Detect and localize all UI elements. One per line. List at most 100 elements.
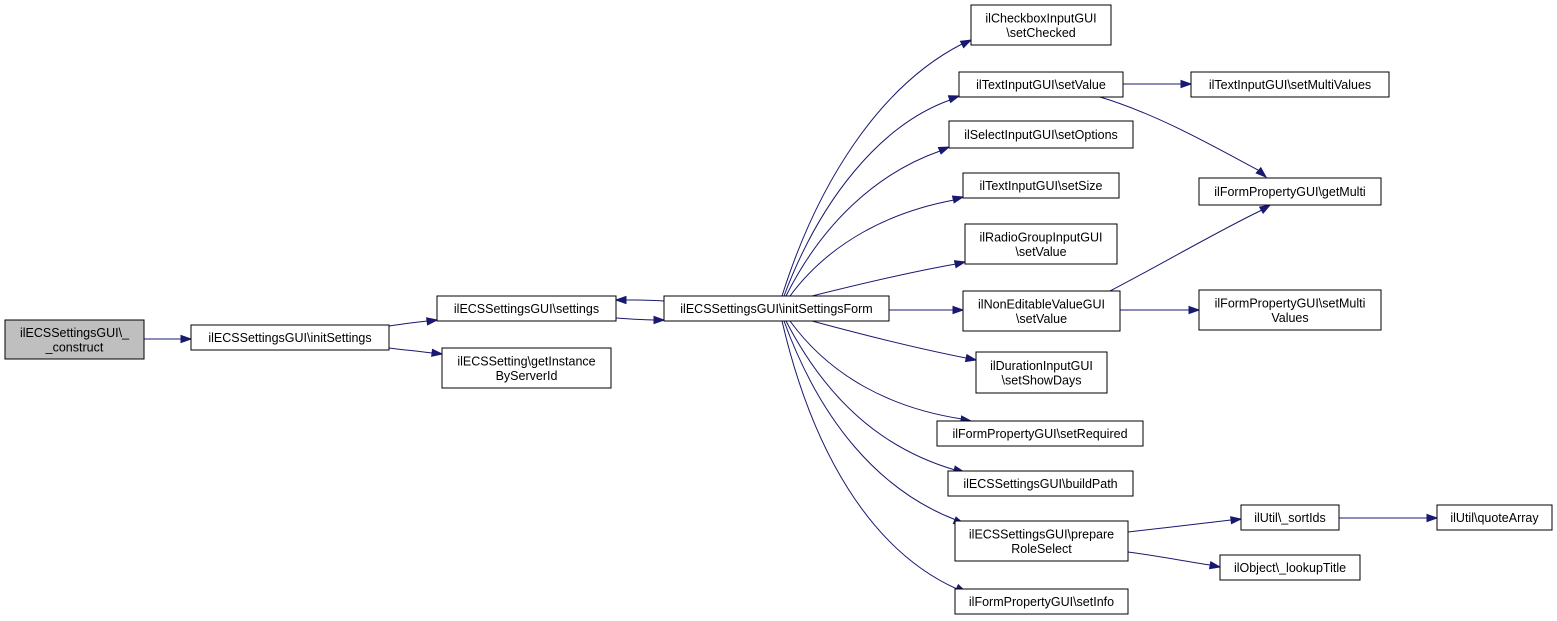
node-fpSetRequired[interactable]: ilFormPropertyGUI\setRequired [936,420,1144,447]
node-label-line: ilECSSettingsGUI\prepare [969,527,1114,541]
node-label-line: ilTextInputGUI\setSize [980,179,1103,193]
edge-prepareRoleSelect-to-utilSortIds [1127,516,1243,533]
node-label-line: _construct [45,340,104,354]
node-nonEditSetValue[interactable]: ilNonEditableValueGUI\setValue [962,290,1121,332]
node-utilSortIds[interactable]: ilUtil\_sortIds [1240,504,1340,531]
edge-initSettings-to-getInstance [388,347,444,357]
edge-line [785,320,956,471]
node-label-line: ilECSSetting\getInstance [457,354,595,368]
edge-line [388,320,429,327]
node-label-line: ilECSSettingsGUI\initSettingsForm [680,302,872,316]
node-box [947,470,1134,497]
edge-line [1127,519,1232,533]
node-label-line: \setChecked [1006,26,1076,40]
edge-line [615,317,655,321]
node-cbSetChecked[interactable]: ilCheckboxInputGUI\setChecked [970,4,1112,46]
node-label-line: ilUtil\quoteArray [1450,511,1539,525]
node-label-line: \setShowDays [1002,373,1082,387]
arrowhead-icon [951,195,965,204]
arrowhead-icon [1426,513,1439,523]
edge-line [811,263,957,297]
edge-line [1099,96,1259,171]
edge-line [1109,209,1263,292]
node-label-line: ilFormPropertyGUI\setMulti [1215,296,1366,310]
node-label-line: Values [1271,311,1308,325]
node-box [975,351,1108,394]
edge-txtSetValue-to-fpGetMulti [1099,96,1268,178]
node-initSettings[interactable]: ilECSSettingsGUI\initSettings [190,324,390,351]
edge-txtSetValue-to-txtSetMultiValues [1123,79,1193,89]
node-label-line: ilECSSettingsGUI\settings [454,302,599,316]
node-label-line: ilECSSettingsGUI\_ [20,326,130,340]
node-label-line: ilECSSettingsGUI\initSettings [208,331,371,345]
arrowhead-icon [1180,79,1193,89]
edge-construct-to-initSettings [144,334,193,344]
node-box [964,223,1118,265]
node-settings[interactable]: ilECSSettingsGUI\settings [436,295,617,322]
arrowhead-icon [1255,166,1268,178]
edge-nonEditSetValue-to-fpGetMulti [1109,204,1272,292]
edge-initSettingsForm-to-radioSetValue [811,260,967,297]
edge-initSettings-to-settings [388,317,439,327]
arrowhead-icon [653,315,666,325]
node-txtSetValue[interactable]: ilTextInputGUI\setValue [958,71,1124,98]
node-txtSetSize[interactable]: ilTextInputGUI\setSize [962,172,1120,199]
node-box [1198,289,1382,331]
node-label-line: ilTextInputGUI\setValue [976,78,1106,92]
edge-initSettingsForm-to-buildPath [785,320,966,474]
arrowhead-icon [1188,305,1201,315]
node-label-line: ilFormPropertyGUI\setInfo [969,595,1114,609]
edge-nonEditSetValue-to-fpSetMultiValues [1120,305,1201,315]
node-label-line: ilFormPropertyGUI\setRequired [952,427,1127,441]
edge-line [783,99,951,297]
node-label-line: ilTextInputGUI\setMultiValues [1209,78,1371,92]
node-initSettingsForm[interactable]: ilECSSettingsGUI\initSettingsForm [663,295,890,322]
node-label-line: ilDurationInputGUI [990,359,1093,373]
arrowhead-icon [952,305,965,315]
node-box [1436,504,1553,531]
node-label-line: RoleSelect [1011,542,1072,556]
node-utilQuoteArray[interactable]: ilUtil\quoteArray [1436,504,1553,531]
node-box [954,588,1129,615]
node-buildPath[interactable]: ilECSSettingsGUI\buildPath [947,470,1134,497]
node-label-line: ilECSSettingsGUI\buildPath [963,477,1117,491]
node-label-line: ilCheckboxInputGUI [985,11,1096,25]
edge-line [785,150,941,297]
node-fpGetMulti[interactable]: ilFormPropertyGUI\getMulti [1198,177,1382,206]
edge-initSettingsForm-to-selSetOptions [785,146,951,297]
arrowhead-icon [1230,516,1243,525]
edge-line [789,320,963,420]
nodes-layer: ilECSSettingsGUI\__constructilECSSetting… [4,4,1553,615]
node-box [1219,554,1361,581]
node-box [1198,177,1382,206]
node-fpSetInfo[interactable]: ilFormPropertyGUI\setInfo [954,588,1129,615]
arrowhead-icon [614,295,627,305]
node-radioSetValue[interactable]: ilRadioGroupInputGUI\setValue [964,223,1118,265]
edge-line [783,320,957,521]
node-txtSetMultiValues[interactable]: ilTextInputGUI\setMultiValues [1190,71,1390,98]
node-box [958,71,1124,98]
arrowhead-icon [959,39,973,49]
node-selSetOptions[interactable]: ilSelectInputGUI\setOptions [948,120,1134,149]
edge-initSettingsForm-to-nonEditSetValue [889,305,965,315]
edge-line [789,199,955,297]
arrowhead-icon [964,353,978,363]
arrowhead-icon [937,146,951,155]
node-box [1240,504,1340,531]
arrowhead-icon [1258,204,1272,214]
edge-line [781,43,963,297]
node-durSetShowDays[interactable]: ilDurationInputGUI\setShowDays [975,351,1108,394]
node-objLookupTitle[interactable]: ilObject\_lookupTitle [1219,554,1361,581]
arrowhead-icon [431,348,444,357]
node-fpSetMultiValues[interactable]: ilFormPropertyGUI\setMultiValues [1198,289,1382,331]
node-box [4,319,145,360]
node-construct[interactable]: ilECSSettingsGUI\__construct [4,319,145,360]
node-box [441,347,612,389]
edge-initSettingsForm-to-durSetShowDays [811,320,978,363]
arrowhead-icon [1208,561,1222,570]
node-box [970,4,1112,46]
node-box [663,295,890,322]
